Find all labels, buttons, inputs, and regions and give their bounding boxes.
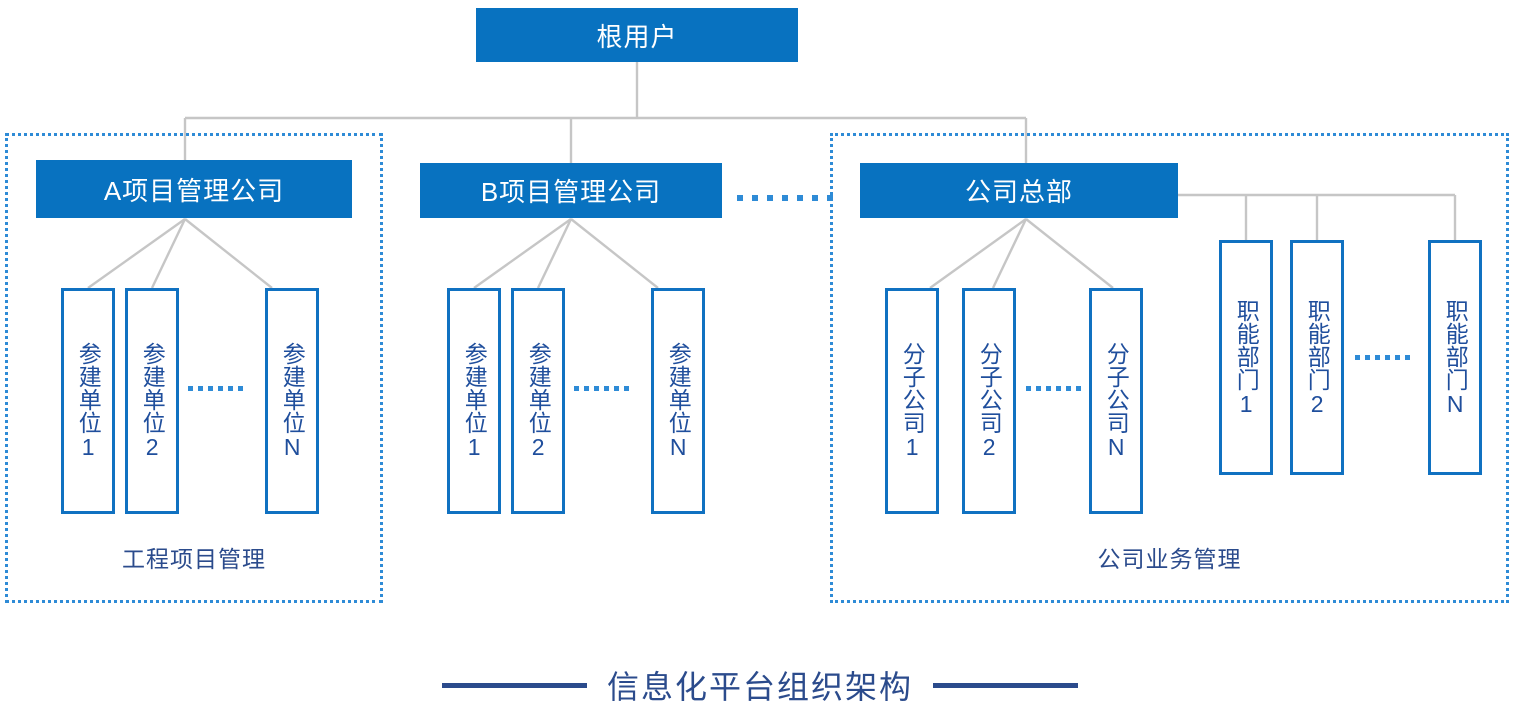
ellipsis-b bbox=[574, 386, 629, 391]
node-company-b[interactable]: B项目管理公司 bbox=[420, 163, 722, 218]
leaf-a1[interactable]: 参建单位1 bbox=[61, 288, 115, 514]
title-rule-right bbox=[933, 682, 1078, 688]
title-rule-left bbox=[441, 682, 587, 688]
leaf-b2-label: 参建单位2 bbox=[525, 342, 552, 460]
ellipsis-subsidiary bbox=[1026, 386, 1081, 391]
leaf-subsidiary-1-label: 分子公司1 bbox=[899, 342, 926, 460]
leaf-subsidiary-1[interactable]: 分子公司1 bbox=[885, 288, 939, 514]
leaf-aN[interactable]: 参建单位N bbox=[265, 288, 319, 514]
leaf-department-N[interactable]: 职能部门N bbox=[1428, 240, 1482, 475]
leaf-subsidiary-2[interactable]: 分子公司2 bbox=[962, 288, 1016, 514]
node-company-b-label: B项目管理公司 bbox=[480, 177, 662, 207]
leaf-department-2[interactable]: 职能部门2 bbox=[1290, 240, 1344, 475]
diagram-title: 信息化平台组织架构 bbox=[606, 669, 913, 705]
node-headquarters[interactable]: 公司总部 bbox=[860, 163, 1178, 218]
node-company-a-label: A项目管理公司 bbox=[103, 175, 285, 206]
leaf-aN-label: 参建单位N bbox=[279, 342, 306, 460]
node-company-a[interactable]: A项目管理公司 bbox=[36, 160, 352, 218]
diagram-title-row: 信息化平台组织架构 bbox=[0, 655, 1520, 715]
ellipsis-between-groups bbox=[737, 195, 833, 201]
caption-business: 公司业务管理 bbox=[1097, 546, 1242, 572]
leaf-department-1[interactable]: 职能部门1 bbox=[1219, 240, 1273, 475]
group-engineering bbox=[5, 133, 383, 603]
group-business bbox=[830, 133, 1509, 603]
leaf-b2[interactable]: 参建单位2 bbox=[511, 288, 565, 514]
leaf-a1-label: 参建单位1 bbox=[75, 342, 102, 460]
leaf-subsidiary-N[interactable]: 分子公司N bbox=[1089, 288, 1143, 514]
leaf-bN[interactable]: 参建单位N bbox=[651, 288, 705, 514]
ellipsis-a bbox=[188, 386, 243, 391]
leaf-department-2-label: 职能部门2 bbox=[1304, 298, 1331, 417]
leaf-a2-label: 参建单位2 bbox=[139, 342, 166, 460]
node-root[interactable]: 根用户 bbox=[476, 8, 798, 62]
leaf-department-1-label: 职能部门1 bbox=[1233, 298, 1260, 417]
leaf-a2[interactable]: 参建单位2 bbox=[125, 288, 179, 514]
leaf-b1-label: 参建单位1 bbox=[461, 342, 488, 460]
ellipsis-department bbox=[1355, 355, 1410, 360]
leaf-b1[interactable]: 参建单位1 bbox=[447, 288, 501, 514]
leaf-subsidiary-N-label: 分子公司N bbox=[1103, 342, 1130, 460]
leaf-subsidiary-2-label: 分子公司2 bbox=[976, 342, 1003, 460]
node-headquarters-label: 公司总部 bbox=[964, 177, 1073, 207]
leaf-department-N-label: 职能部门N bbox=[1442, 298, 1469, 417]
caption-engineering: 工程项目管理 bbox=[122, 546, 266, 572]
leaf-bN-label: 参建单位N bbox=[665, 342, 692, 460]
node-root-label: 根用户 bbox=[596, 21, 678, 52]
